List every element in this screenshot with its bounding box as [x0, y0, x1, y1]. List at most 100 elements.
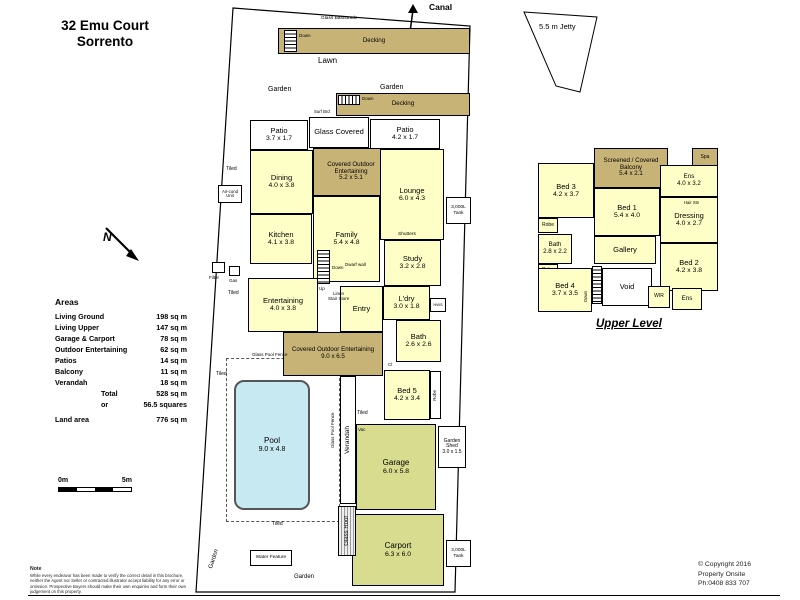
room-label: Void [619, 281, 635, 291]
deck-top-label: Decking [362, 36, 386, 44]
robe-bed5: Robe [430, 371, 441, 419]
tiled-label-3: Tiled [216, 371, 227, 377]
tank-label: 3,000L Tank [451, 548, 466, 559]
room-label: WIR [654, 293, 664, 300]
property-boundary [195, 7, 471, 593]
room-label: Entertaining [262, 296, 304, 305]
glass-pool-fence-label-1: Glass Pool Fence [252, 352, 288, 357]
robe-upper-1: Robe [538, 218, 558, 233]
room-dims: 6.0 x 4.3 [398, 194, 426, 202]
disclaimer-text: While every endeavor has been made to ve… [30, 572, 186, 595]
areas-row: Balcony 11 sq m [55, 366, 187, 376]
area-label: Verandah [55, 377, 88, 387]
page-bottom-rule [28, 595, 780, 596]
north-label: N [103, 230, 112, 244]
copyright-line2: Property Onsite [698, 570, 746, 578]
area-value: 11 sq m [160, 366, 187, 376]
scale-zero: 0m [58, 477, 69, 484]
room-label: Patio [396, 125, 414, 134]
room-dims: 5.4 x 4.8 [333, 239, 360, 247]
canal-arrow-head [408, 4, 418, 13]
copyright-line1: © Copyright 2016 [698, 561, 751, 568]
area-value: 56.5 squares [143, 399, 187, 409]
room-label: Garden Shed [443, 437, 461, 450]
room-dims: 6.3 x 6.0 [384, 550, 412, 558]
room-label: Covered Outdoor Entertaining [291, 346, 375, 354]
water-feature-label: Water Feature [255, 555, 287, 561]
tiled-label-1: Tiled [226, 166, 237, 172]
vac-label: Vac [358, 427, 366, 432]
gas-unit [229, 266, 240, 276]
hair-stn-label: Hair Stn [684, 200, 700, 205]
down-label-3: Down [332, 265, 344, 270]
tank-top: 3,000L Tank [446, 197, 471, 224]
deck-mid-label: Decking [391, 100, 415, 108]
hws-label: HWS [433, 301, 443, 307]
glass-balustrade-label: Glass Balustrade [321, 16, 358, 21]
glass-roof-strip: Glass Roof [338, 506, 356, 556]
scale-segments [58, 487, 132, 492]
room-dims: 4.0 x 2.7 [675, 220, 703, 228]
gas-label: Gas [229, 278, 238, 283]
down-label-upper: Down [583, 291, 588, 302]
area-value: 14 sq m [160, 355, 187, 365]
upper-level-caption: Upper Level [596, 318, 662, 330]
room-label: Covered Outdoor Entertaining [327, 160, 375, 175]
garden-label-2: Garden [380, 84, 404, 91]
lawn-label: Lawn [318, 56, 338, 65]
area-label: Total [101, 388, 118, 398]
filter-unit [212, 262, 225, 273]
stair-store-label: Stair Store [328, 296, 350, 301]
deck-top: Decking [278, 28, 470, 54]
tiled-label-4: Tiled [357, 410, 368, 416]
dwarf-wall-label: Dwarf wall [345, 262, 366, 267]
tiled-label-5: Tiled [272, 521, 283, 527]
linen-label: Linen [333, 291, 345, 296]
verandah-label: Verandah [343, 426, 351, 454]
hws-unit: HWS [430, 298, 446, 312]
glass-pool-fence-label-2: Glass Pool Fence [330, 412, 335, 448]
scale-segment [113, 488, 131, 491]
area-value: 78 sq m [160, 333, 187, 343]
room-dims: 3.2 x 2.8 [399, 263, 426, 271]
room-dims: 6.0 x 5.8 [382, 467, 410, 475]
room-void: Void [602, 268, 652, 306]
room-label: Patio [270, 126, 288, 135]
room-label: Bed 4 [555, 281, 575, 290]
area-value: 18 sq m [160, 377, 187, 387]
up-label: Up [319, 286, 325, 291]
area-label: Balcony [55, 366, 83, 376]
room-wir: WIR [648, 286, 670, 308]
garden-label-1: Garden [268, 86, 292, 93]
verandah-strip: Verandah [340, 376, 356, 504]
room-dims: 4.2 x 1.7 [391, 134, 419, 142]
room-label: Pool [263, 436, 280, 445]
copyright-line3: Ph:0408 833 707 [698, 580, 750, 588]
room-dims: 9.0 x 6.5 [321, 353, 345, 360]
scale-segment [59, 488, 77, 491]
stairs-mid-deck [338, 95, 360, 105]
area-label: Outdoor Entertaining [55, 344, 128, 354]
glass-roof-label: Glass Roof [344, 516, 350, 546]
robe-label: Robe [542, 221, 554, 228]
room-dims: 3.0 x 1.5 [442, 448, 462, 455]
room-dims: 3.0 x 1.8 [393, 303, 420, 311]
